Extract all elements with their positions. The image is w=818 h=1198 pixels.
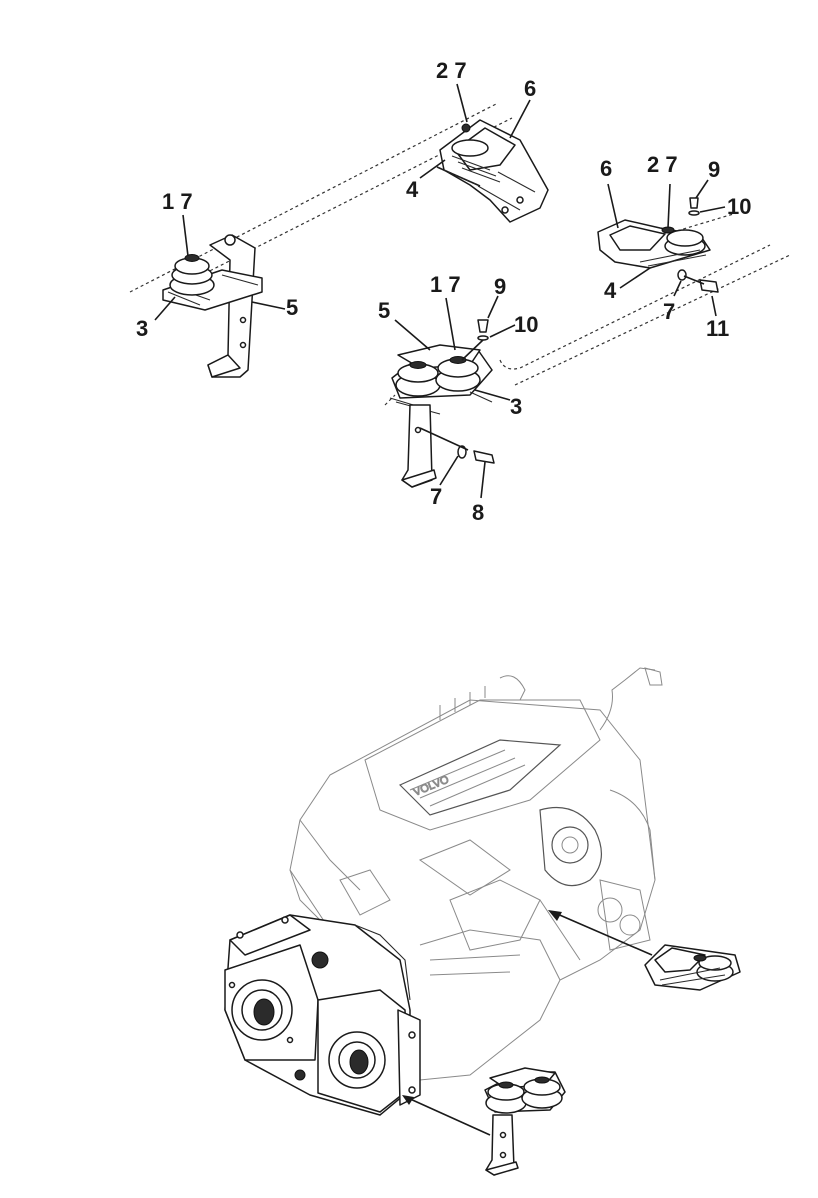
exploded-mount-view: 2 7 6 4 1 7 5 3 6 2 7 9 10 4 7 11 1 7 9 … <box>129 58 791 525</box>
callout-4-top: 4 <box>406 177 419 202</box>
callout-4-right: 4 <box>604 278 617 303</box>
rear-mount-right <box>597 197 719 293</box>
location-arrows <box>402 910 653 1136</box>
leader-lines <box>154 83 726 499</box>
engine-overview: VOLVO <box>224 667 741 1176</box>
front-mount-left <box>162 234 263 378</box>
callout-labels: 2 7 6 4 1 7 5 3 6 2 7 9 10 4 7 11 1 7 9 … <box>136 58 751 525</box>
callout-3-center: 3 <box>510 394 522 419</box>
callout-27-right: 2 7 <box>647 152 678 177</box>
callout-5-left: 5 <box>286 295 298 320</box>
callout-10-center: 10 <box>514 312 538 337</box>
gearbox-housing <box>224 914 421 1116</box>
callout-27-top: 2 7 <box>436 58 467 83</box>
callout-3-left: 3 <box>136 316 148 341</box>
callout-5-center: 5 <box>378 298 390 323</box>
front-mount-center <box>389 319 495 488</box>
front-mount-detail <box>484 1067 566 1176</box>
callout-17-left: 1 7 <box>162 189 193 214</box>
callout-10-right: 10 <box>727 194 751 219</box>
callout-11-right: 11 <box>706 316 729 341</box>
callout-7-right: 7 <box>663 299 675 324</box>
callout-9-right: 9 <box>708 157 720 182</box>
rear-mount-bracket-top <box>436 119 549 223</box>
callout-17-center: 1 7 <box>430 272 461 297</box>
callout-8-center: 8 <box>472 500 484 525</box>
callout-6-top: 6 <box>524 76 536 101</box>
rear-mount-detail <box>644 944 741 991</box>
callout-7-center: 7 <box>430 484 442 509</box>
callout-9-center: 9 <box>494 274 506 299</box>
callout-6-right: 6 <box>600 156 612 181</box>
